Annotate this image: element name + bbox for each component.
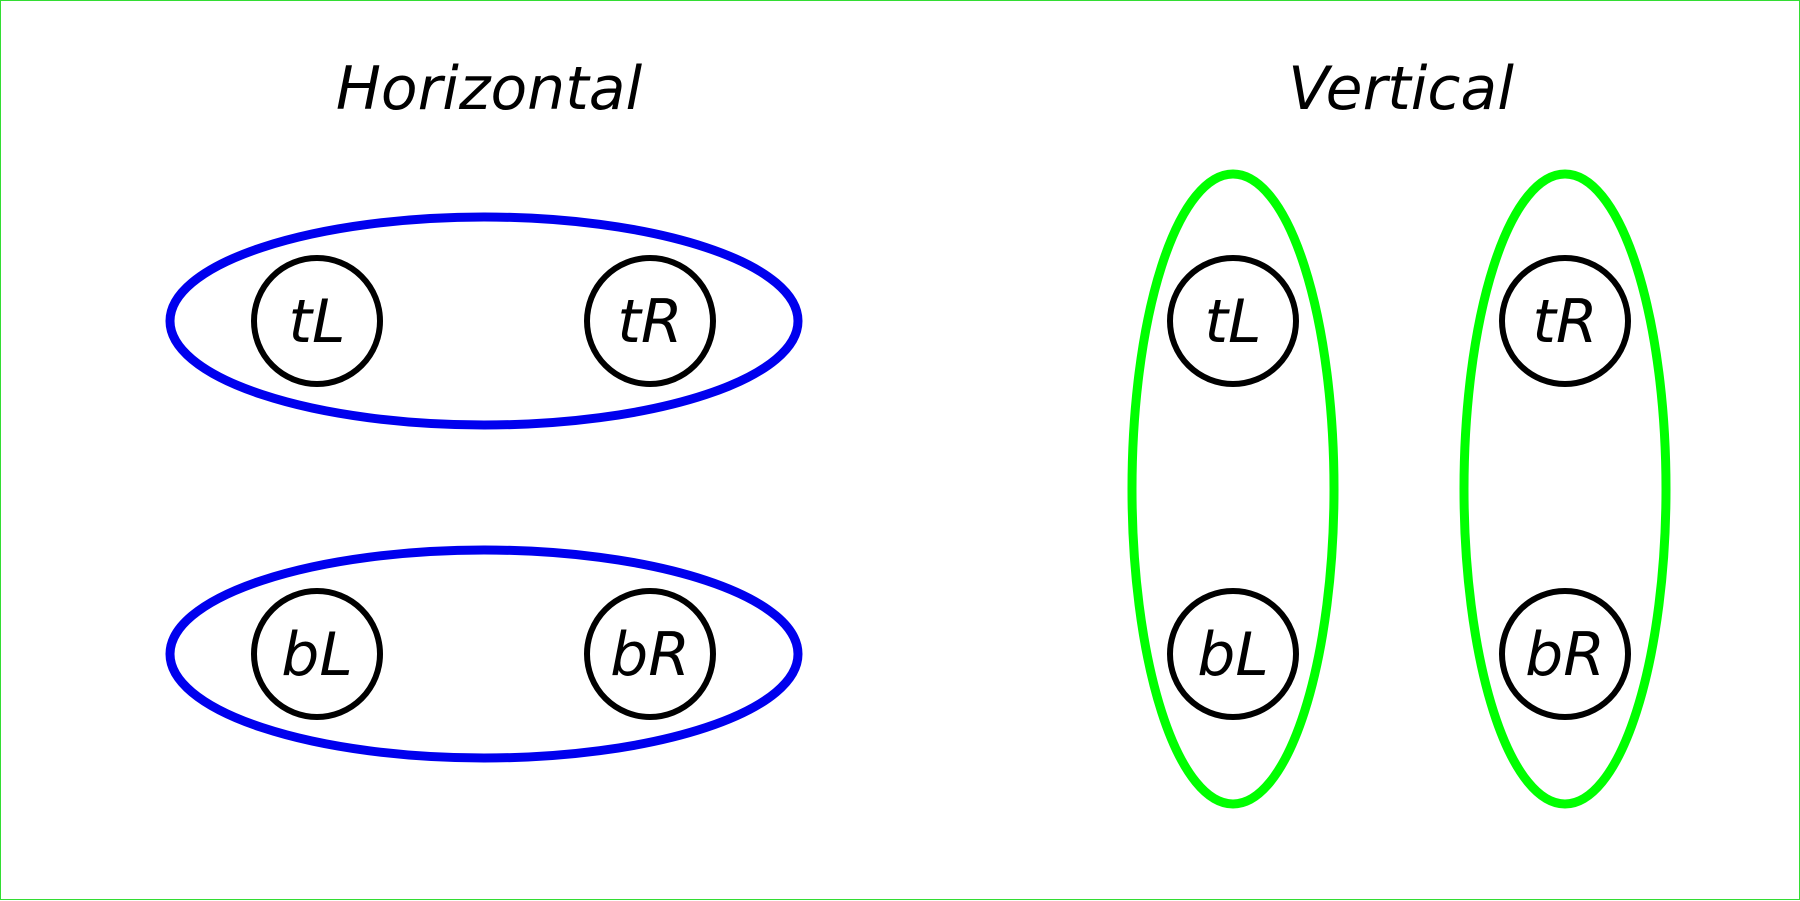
node-vertical-bl: bL [1167,588,1299,720]
node-horizontal-tl: tL [251,255,383,387]
node-horizontal-tr: tR [584,255,716,387]
vertical-title: Vertical [1288,54,1514,124]
horizontal-group-top [165,212,803,430]
vertical-group-left [1127,169,1339,809]
node-label: tR [1532,287,1597,357]
node-circle [251,255,383,387]
node-vertical-tr: tR [1499,255,1631,387]
node-circle [251,588,383,720]
node-label: bR [610,620,690,690]
vertical-group-right [1459,169,1671,809]
node-circle [584,588,716,720]
node-label: bL [1197,620,1269,690]
node-vertical-br: bR [1499,588,1631,720]
node-label: tL [289,287,346,357]
node-circle [1167,255,1299,387]
node-label: tR [617,287,682,357]
node-circle [1499,588,1631,720]
node-label: bL [281,620,353,690]
node-horizontal-bl: bL [251,588,383,720]
node-circle [1167,588,1299,720]
node-vertical-tl: tL [1167,255,1299,387]
node-label: bR [1525,620,1605,690]
node-circle [1499,255,1631,387]
node-horizontal-br: bR [584,588,716,720]
horizontal-group-bottom [165,545,803,763]
node-circle [584,255,716,387]
horizontal-title: Horizontal [336,54,643,124]
node-label: tL [1205,287,1262,357]
